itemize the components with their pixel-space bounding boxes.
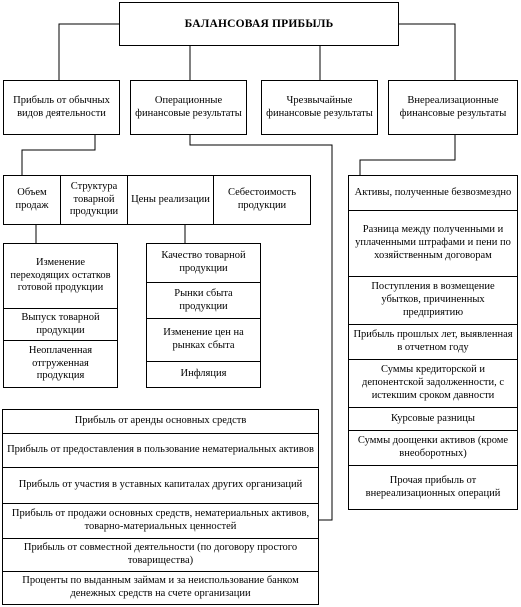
volume-factor-item: Изменение переходящих остатков готовой п…: [10, 256, 111, 294]
non-operating-item: Курсовые разницы: [349, 407, 517, 430]
factor-product-structure: Структура товарной продукции: [60, 175, 128, 225]
connector-non-operating-items: [359, 135, 456, 175]
operational-item: Прибыль от продажи основных средств, нем…: [3, 503, 318, 538]
non-operating-item: Разница между полученными и уплаченными …: [349, 210, 517, 276]
connector-root-right: [399, 23, 456, 80]
price-factor-item: Качество товарной продукции: [161, 250, 246, 274]
operational-item: Прибыль от совместной деятельности (по д…: [3, 538, 318, 571]
category-ordinary-activity: Прибыль от обычных видов деятельности: [3, 80, 120, 135]
factor-sale-prices: Цены реализации: [127, 175, 214, 225]
non-operating-item: Поступления в возмещение убытков, причин…: [349, 276, 517, 324]
volume-factors-list: Изменение переходящих остатков готовой п…: [3, 243, 118, 388]
connector-ordinary-factors: [21, 135, 96, 175]
category-extraordinary-results: Чрезвычайные финансовые результаты: [261, 80, 378, 135]
operational-item: Прибыль от участия в уставных капиталах …: [3, 467, 318, 503]
price-factors-list: Качество товарной продукции Рынки сбыта …: [146, 243, 261, 388]
factor-production-cost: Себестоимость продукции: [213, 175, 311, 225]
category-non-operating-results: Внереализационные финансовые результаты: [388, 80, 518, 135]
non-operating-items-list: Активы, полученные безвозмездно Разница …: [348, 175, 518, 510]
volume-factor-item: Неоплаченная отгруженная продукция: [4, 340, 117, 387]
connector-root-left: [58, 23, 119, 80]
price-factor-item: Инфляция: [147, 361, 260, 387]
factor-sales-volume: Объем продаж: [3, 175, 61, 225]
non-operating-item: Прибыль прошлых лет, выявленная в отчетн…: [349, 324, 517, 359]
price-factor-item: Изменение цен на рынках сбыта: [147, 318, 260, 361]
non-operating-item: Прочая прибыль от внереализационных опер…: [349, 465, 517, 509]
non-operating-item: Суммы доощенки активов (кроме внеоборотн…: [349, 430, 517, 465]
operational-items-list: Прибыль от аренды основных средств Прибы…: [2, 409, 319, 605]
operational-item: Проценты по выданным займам и за неиспол…: [3, 571, 318, 604]
non-operating-item: Суммы кредиторской и депонентской задолж…: [349, 359, 517, 407]
price-factor-item: Рынки сбыта продукции: [147, 282, 260, 318]
category-operational-results: Операционные финансовые результаты: [130, 80, 247, 135]
operational-item: Прибыль от аренды основных средств: [74, 415, 247, 427]
operational-item: Прибыль от предоставления в пользование …: [3, 433, 318, 467]
non-operating-item: Активы, полученные безвозмездно: [354, 186, 512, 198]
volume-factor-item: Выпуск товарной продукции: [4, 308, 117, 340]
root-node-balance-profit: БАЛАНСОВАЯ ПРИБЫЛЬ: [119, 2, 399, 46]
